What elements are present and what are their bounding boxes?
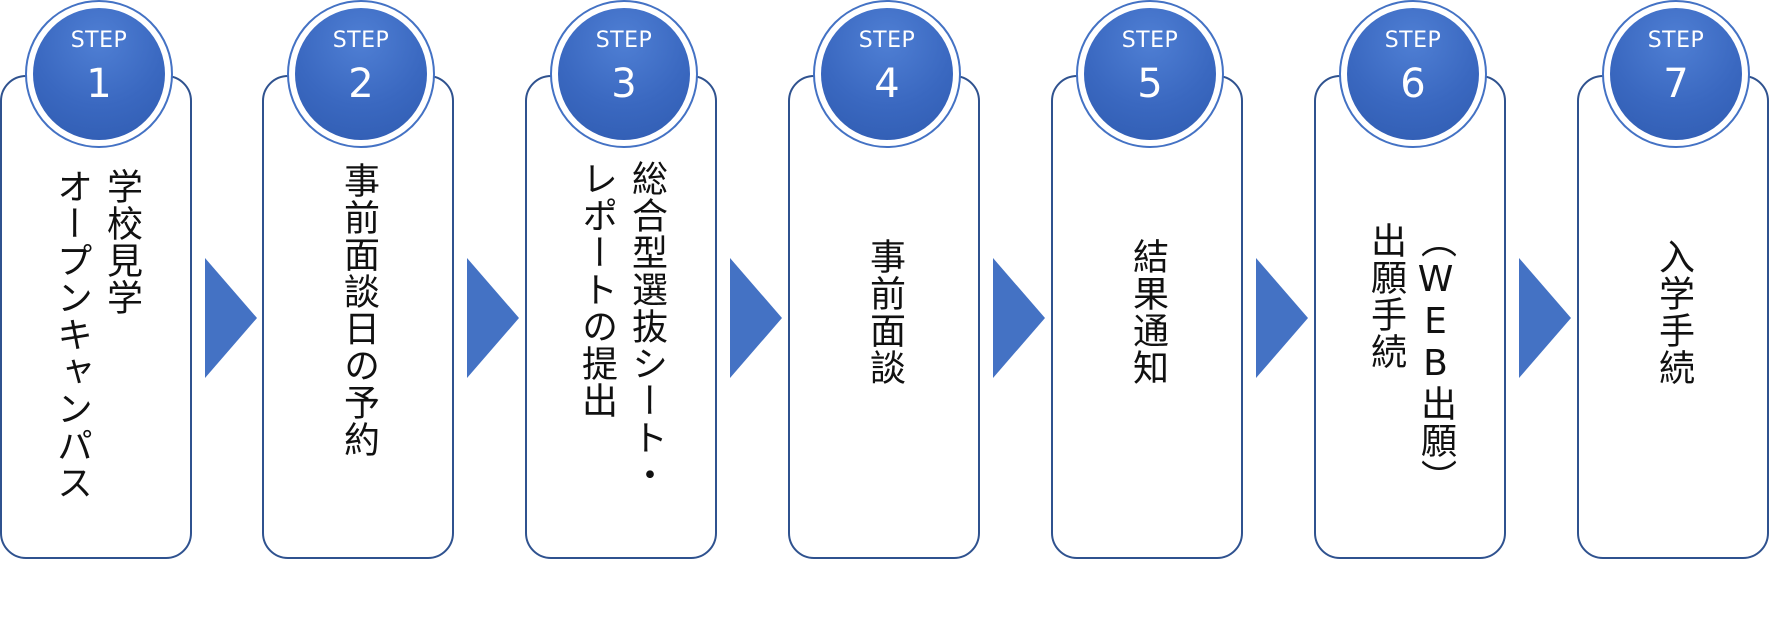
step-badge: STEP 5 bbox=[1076, 0, 1224, 148]
arrow-right-icon bbox=[993, 258, 1045, 378]
step-badge: STEP 7 bbox=[1602, 0, 1750, 148]
step-text: 総合型選抜シート・ レポートの提出 bbox=[576, 160, 667, 493]
step-text: 学校見学 オープンキャンパス bbox=[51, 168, 142, 501]
step-6: STEP 6 （WEB出願） 出願手続 bbox=[1314, 0, 1510, 563]
step-number: 7 bbox=[1663, 61, 1689, 107]
step-7: STEP 7 入学手続 bbox=[1577, 0, 1773, 563]
step-card bbox=[1314, 75, 1506, 559]
step-2: STEP 2 事前面談日の予約 bbox=[262, 0, 458, 563]
step-number: 4 bbox=[874, 61, 900, 107]
arrow-right-icon bbox=[467, 258, 519, 378]
step-label: STEP bbox=[1384, 28, 1442, 53]
step-text: 事前面談 bbox=[864, 238, 905, 386]
arrow-right-icon bbox=[1519, 258, 1571, 378]
step-label: STEP bbox=[1647, 28, 1705, 53]
step-number: 5 bbox=[1137, 61, 1163, 107]
step-label: STEP bbox=[332, 28, 390, 53]
arrow-right-icon bbox=[205, 258, 257, 378]
step-label: STEP bbox=[70, 28, 128, 53]
step-number: 2 bbox=[348, 61, 374, 107]
step-card bbox=[1051, 75, 1243, 559]
step-text: （WEB出願） 出願手続 bbox=[1365, 222, 1456, 496]
step-badge: STEP 1 bbox=[25, 0, 173, 148]
arrow-right-icon bbox=[1256, 258, 1308, 378]
step-label: STEP bbox=[858, 28, 916, 53]
step-badge: STEP 6 bbox=[1339, 0, 1487, 148]
step-badge: STEP 4 bbox=[813, 0, 961, 148]
step-1: STEP 1 学校見学 オープンキャンパス bbox=[0, 0, 196, 563]
step-4: STEP 4 事前面談 bbox=[788, 0, 984, 563]
step-number: 3 bbox=[611, 61, 637, 107]
step-number: 1 bbox=[86, 61, 112, 107]
step-card bbox=[262, 75, 454, 559]
step-badge: STEP 2 bbox=[287, 0, 435, 148]
step-card bbox=[0, 75, 192, 559]
step-text: 事前面談日の予約 bbox=[338, 162, 379, 458]
step-number: 6 bbox=[1400, 61, 1426, 107]
step-label: STEP bbox=[1121, 28, 1179, 53]
step-card bbox=[1577, 75, 1769, 559]
arrow-right-icon bbox=[730, 258, 782, 378]
step-5: STEP 5 結果通知 bbox=[1051, 0, 1247, 563]
step-3: STEP 3 総合型選抜シート・ レポートの提出 bbox=[525, 0, 721, 563]
step-label: STEP bbox=[595, 28, 653, 53]
step-badge: STEP 3 bbox=[550, 0, 698, 148]
step-text: 入学手続 bbox=[1653, 238, 1694, 386]
step-text: 結果通知 bbox=[1127, 238, 1168, 386]
